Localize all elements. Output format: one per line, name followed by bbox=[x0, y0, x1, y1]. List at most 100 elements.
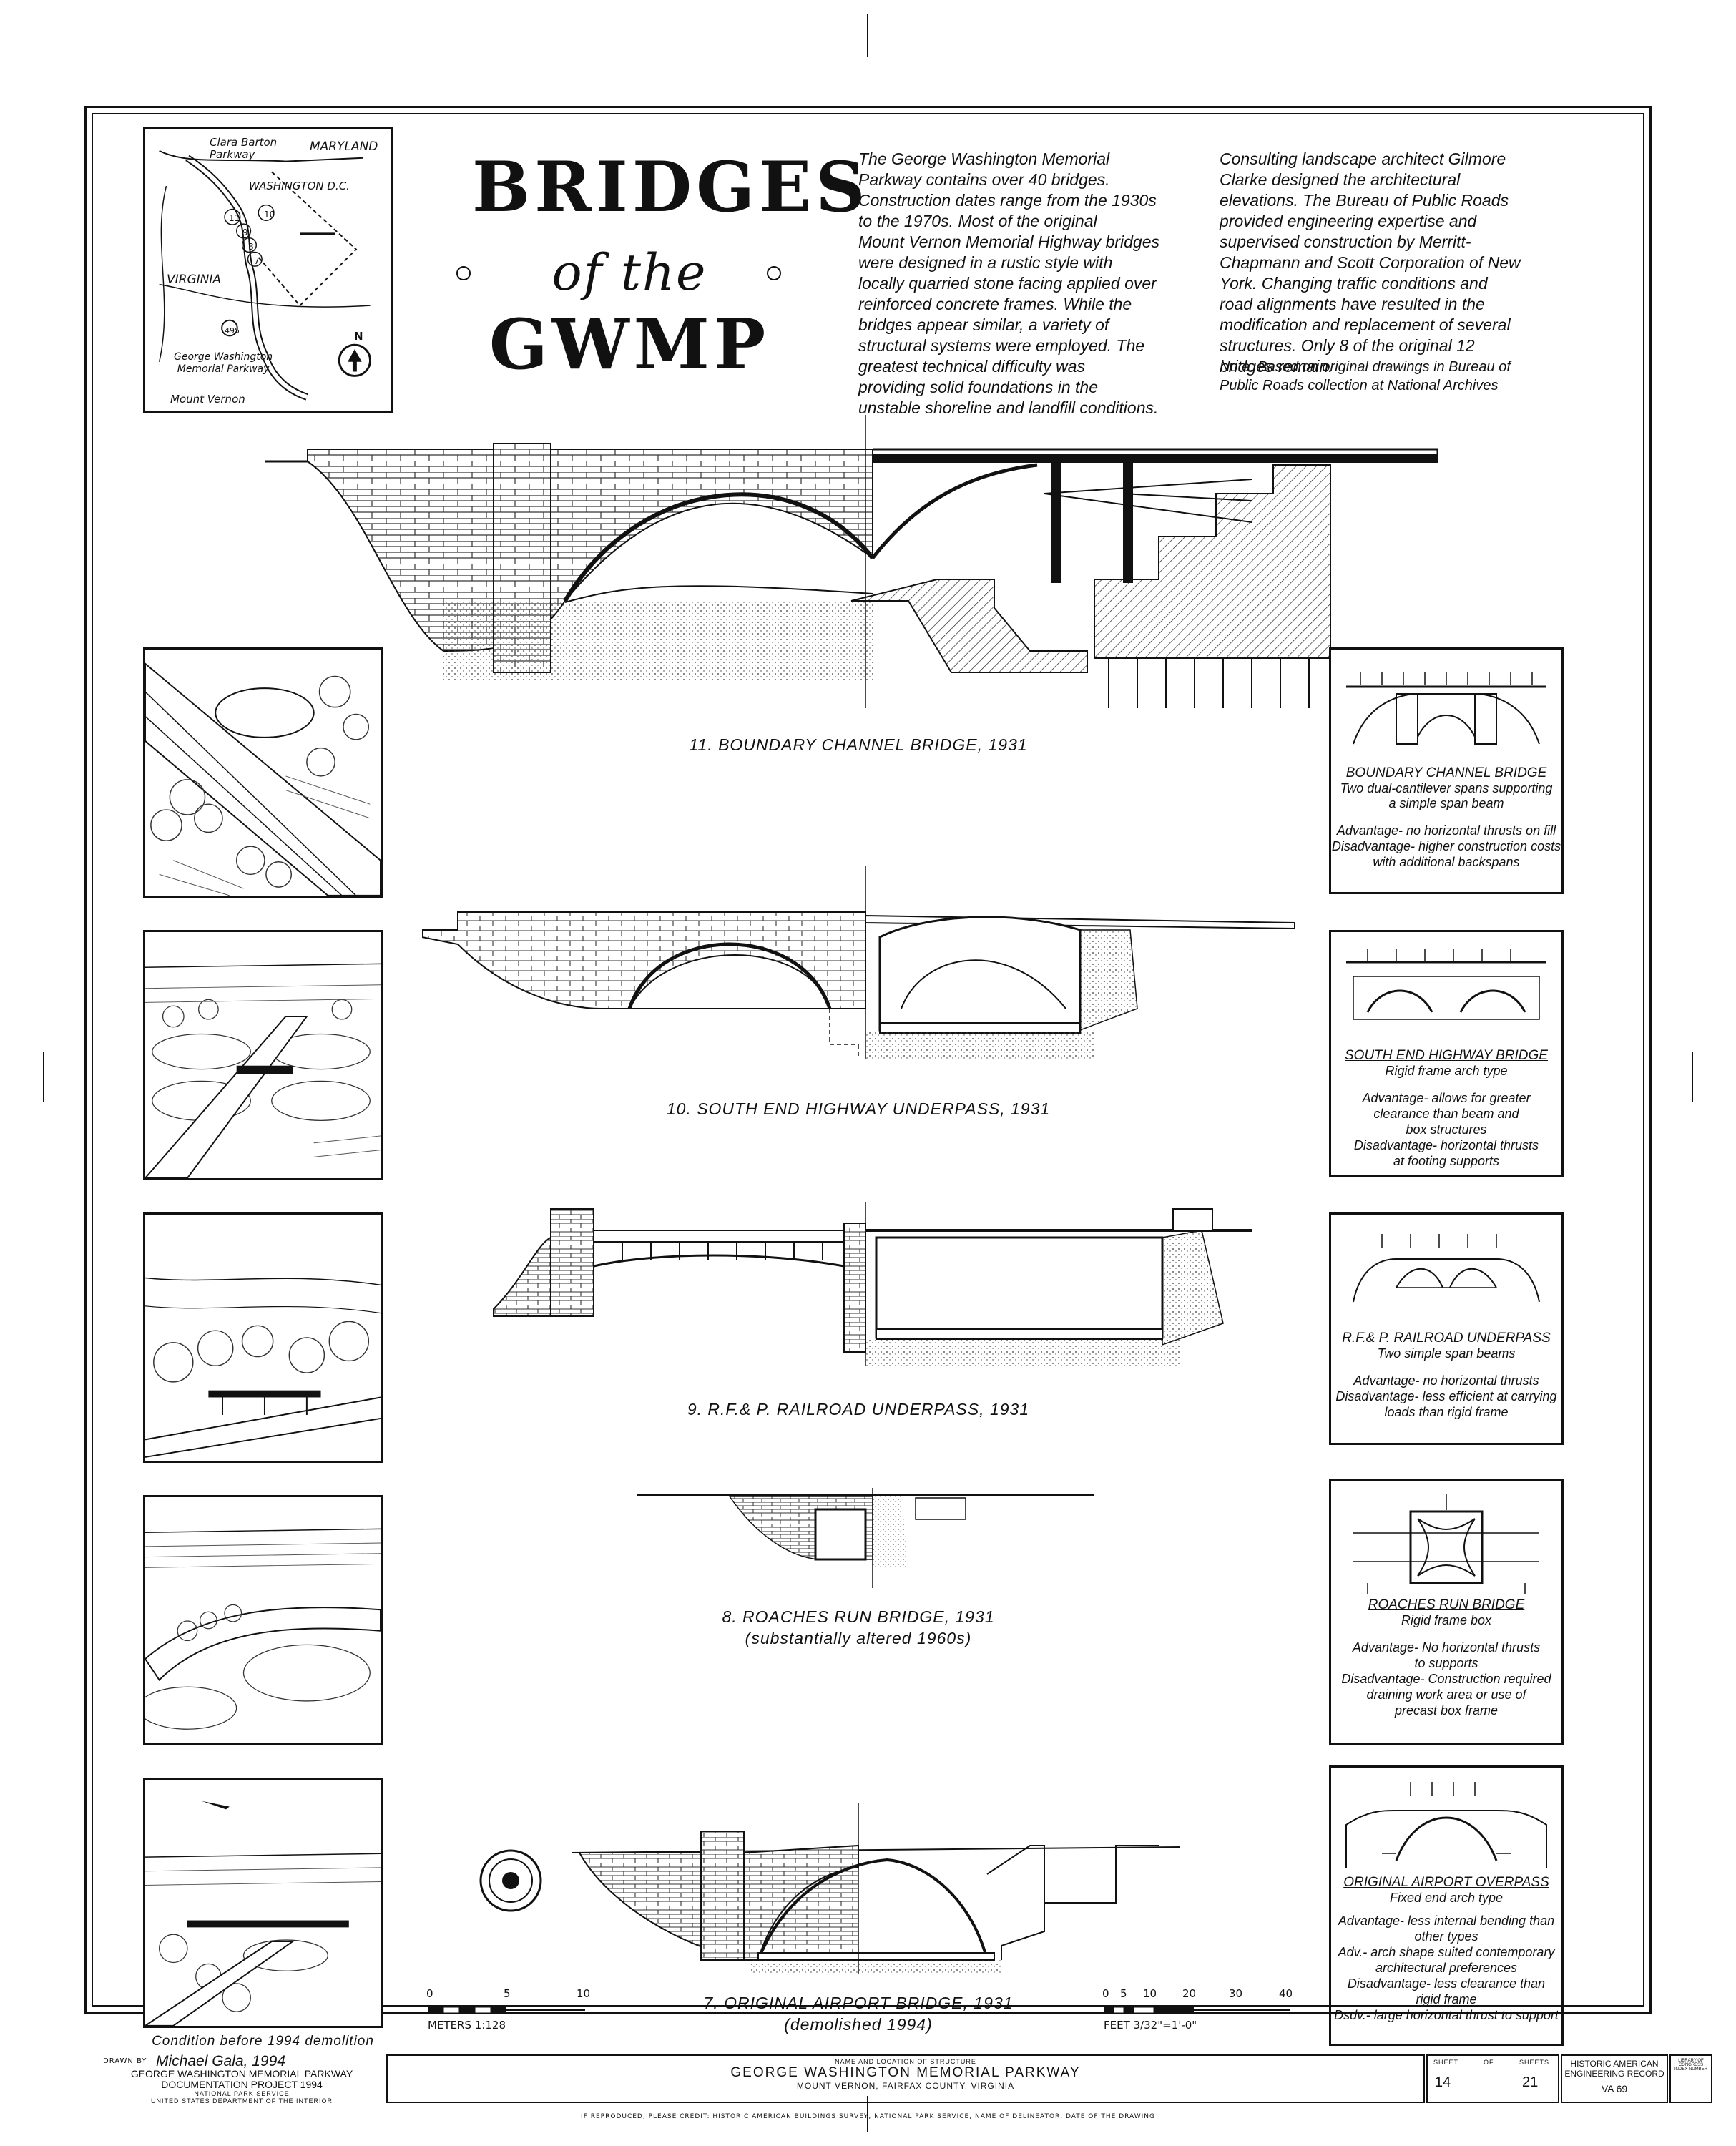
infobox-type: Two simple span beams bbox=[1377, 1346, 1516, 1361]
map-label-interstate: 495 bbox=[225, 326, 240, 335]
infobox-text: Advantage- less internal bending than ot… bbox=[1334, 1914, 1559, 2022]
infobox-type: Rigid frame arch type bbox=[1385, 1064, 1508, 1078]
crop-mark-left bbox=[43, 1052, 44, 1102]
map-drawing bbox=[158, 150, 371, 401]
sheet-label: SHEET bbox=[1433, 2059, 1459, 2066]
library-line1: LIBRARY OF CONGRESS bbox=[1678, 2059, 1704, 2067]
vignette-boundary-channel bbox=[143, 647, 383, 898]
sources-note: Note: Based on original drawings in Bure… bbox=[1220, 359, 1511, 393]
infobox-title: BOUNDARY CHANNEL BRIDGE bbox=[1345, 765, 1547, 780]
crop-mark-bottom bbox=[867, 2096, 868, 2132]
drawn-by-label: DRAWN BY bbox=[103, 2057, 147, 2065]
feet-tick-0: 0 bbox=[1102, 1987, 1109, 2000]
map-label-clara-barton: Clara Barton Parkway bbox=[210, 136, 278, 161]
map-bridge-number: 9 bbox=[242, 227, 248, 237]
map-label-parkway: George Washington Memorial Parkway bbox=[174, 351, 273, 375]
map-bridge-number: 8 bbox=[248, 242, 254, 252]
of-label: OF bbox=[1484, 2059, 1494, 2066]
feet-tick-10: 10 bbox=[1143, 1987, 1157, 2000]
sheet-inner-border bbox=[92, 113, 1644, 2007]
library-index-cell: LIBRARY OF CONGRESS INDEX NUMBER bbox=[1669, 2054, 1712, 2103]
feet-tick-5: 5 bbox=[1120, 1987, 1127, 2000]
location-map: Clara Barton Parkway MARYLAND WASHINGTON… bbox=[143, 127, 393, 413]
sheet-title-line1: BRIDGES bbox=[472, 147, 870, 227]
elevation-airport-bridge bbox=[572, 1803, 1180, 1974]
reproduction-credit-footer: IF REPRODUCED, PLEASE CREDIT: HISTORIC A… bbox=[581, 2113, 1155, 2120]
elevation-boundary-channel-bridge bbox=[265, 415, 1438, 708]
project-line1: GEORGE WASHINGTON MEMORIAL PARKWAY bbox=[130, 2068, 353, 2079]
metric-tick-0: 0 bbox=[426, 1987, 433, 2000]
caption-bridge-7: 7. ORIGINAL AIRPORT BRIDGE, 1931 bbox=[703, 1994, 1014, 2012]
delineator-signature: Michael Gala, 1994 bbox=[156, 2053, 285, 2069]
map-bridge-number: 11 bbox=[229, 213, 240, 223]
feet-tick-20: 20 bbox=[1182, 1987, 1197, 2000]
sheet-number-cell: SHEET OF SHEETS 14 21 bbox=[1426, 2054, 1559, 2103]
record-cell: HISTORIC AMERICAN ENGINEERING RECORD VA … bbox=[1561, 2054, 1668, 2103]
infobox-text: Advantage- no horizontal thrusts Disadva… bbox=[1335, 1373, 1557, 1419]
structure-name-cell: NAME AND LOCATION OF STRUCTURE GEORGE WA… bbox=[386, 2054, 1425, 2103]
vignette-south-end-underpass bbox=[143, 930, 383, 1180]
infobox-title: R.F.& P. RAILROAD UNDERPASS bbox=[1342, 1331, 1551, 1346]
infobox-railroad: R.F.& P. RAILROAD UNDERPASS Two simple s… bbox=[1329, 1212, 1564, 1445]
diagram-simple-span-beams bbox=[1353, 1234, 1540, 1303]
diagram-rigid-frame-box bbox=[1353, 1494, 1539, 1594]
caption-bridge-8: 8. ROACHES RUN BRIDGE, 1931 bbox=[722, 1607, 995, 1626]
infobox-text: Advantage- No horizontal thrusts to supp… bbox=[1341, 1640, 1551, 1718]
caption-bridge-8-note: (substantially altered 1960s) bbox=[745, 1629, 972, 1647]
map-label-maryland: MARYLAND bbox=[310, 139, 378, 154]
crop-mark-right bbox=[1692, 1052, 1693, 1102]
title-ornament-right bbox=[767, 266, 781, 280]
feet-scale-label: FEET 3/32"=1'-0" bbox=[1104, 2019, 1197, 2032]
diagram-rigid-frame-arch bbox=[1346, 949, 1546, 1020]
elevation-railroad-underpass bbox=[479, 1202, 1252, 1366]
metric-scale-bar bbox=[428, 2003, 585, 2016]
infobox-title: SOUTH END HIGHWAY BRIDGE bbox=[1345, 1048, 1548, 1063]
north-arrow-label: N bbox=[354, 330, 363, 343]
infobox-title: ROACHES RUN BRIDGE bbox=[1368, 1597, 1525, 1612]
sheet-number: 14 bbox=[1435, 2074, 1451, 2090]
map-label-mount-vernon: Mount Vernon bbox=[170, 393, 245, 406]
library-line2: INDEX NUMBER bbox=[1674, 2067, 1707, 2072]
agency-line2: UNITED STATES DEPARTMENT OF THE INTERIOR bbox=[150, 2097, 333, 2105]
record-number: VA 69 bbox=[1601, 2083, 1628, 2094]
map-label-washington: WASHINGTON D.C. bbox=[249, 180, 350, 192]
sheets-label: SHEETS bbox=[1519, 2059, 1550, 2066]
infobox-title: ORIGINAL AIRPORT OVERPASS bbox=[1343, 1875, 1549, 1890]
intro-paragraph-right: Consulting landscape architect Gilmore C… bbox=[1220, 150, 1521, 376]
infobox-roaches-run: ROACHES RUN BRIDGE Rigid frame box Advan… bbox=[1329, 1479, 1564, 1745]
structure-name: GEORGE WASHINGTON MEMORIAL PARKWAY bbox=[730, 2065, 1081, 2080]
infobox-text: Advantage- no horizontal thrusts on fill… bbox=[1331, 823, 1561, 869]
map-bridge-number: 10 bbox=[264, 210, 275, 220]
sheet-border bbox=[84, 106, 1652, 2014]
vignette-railroad-underpass bbox=[143, 1212, 383, 1463]
infobox-boundary-channel: BOUNDARY CHANNEL BRIDGE Two dual-cantile… bbox=[1329, 647, 1564, 894]
sheet-title-line3: GWMP bbox=[489, 304, 770, 385]
title-block: DRAWN BY Michael Gala, 1994 GEORGE WASHI… bbox=[92, 2053, 1712, 2107]
caption-bridge-9: 9. R.F.& P. RAILROAD UNDERPASS, 1931 bbox=[687, 1400, 1030, 1419]
infobox-airport: ORIGINAL AIRPORT OVERPASS Fixed end arch… bbox=[1329, 1765, 1564, 2046]
elevation-roaches-run bbox=[637, 1488, 1094, 1588]
caption-bridge-7-note: (demolished 1994) bbox=[784, 2015, 933, 2034]
project-line2: DOCUMENTATION PROJECT 1994 bbox=[161, 2079, 323, 2090]
sheet-title-line2: of the bbox=[551, 243, 707, 302]
title-ornament-left bbox=[456, 266, 471, 280]
elevation-south-end-underpass bbox=[422, 866, 1302, 1059]
infobox-type: Fixed end arch type bbox=[1389, 1891, 1504, 1905]
agency-line1: NATIONAL PARK SERVICE bbox=[194, 2090, 290, 2097]
caption-bridge-10: 10. SOUTH END HIGHWAY UNDERPASS, 1931 bbox=[666, 1099, 1051, 1118]
infobox-south-end: SOUTH END HIGHWAY BRIDGE Rigid frame arc… bbox=[1329, 930, 1564, 1177]
feet-tick-40: 40 bbox=[1279, 1987, 1293, 2000]
metric-tick-10: 10 bbox=[577, 1987, 591, 2000]
vignette-airport-bridge bbox=[143, 1778, 383, 2028]
structure-location: MOUNT VERNON, FAIRFAX COUNTY, VIRGINIA bbox=[796, 2081, 1015, 2091]
vignette-roaches-run bbox=[143, 1495, 383, 1745]
metric-scale-label: METERS 1:128 bbox=[428, 2019, 506, 2032]
diagram-fixed-end-arch bbox=[1345, 1782, 1547, 1868]
name-location-label: NAME AND LOCATION OF STRUCTURE bbox=[835, 2058, 976, 2065]
crop-mark-top bbox=[867, 14, 868, 57]
haer-seal bbox=[478, 1848, 544, 1914]
vignette-caption: Condition before 1994 demolition bbox=[152, 2034, 374, 2049]
infobox-type: Rigid frame box bbox=[1401, 1613, 1492, 1627]
sheets-total: 21 bbox=[1522, 2074, 1539, 2090]
map-bridge-number: 7 bbox=[254, 256, 260, 266]
